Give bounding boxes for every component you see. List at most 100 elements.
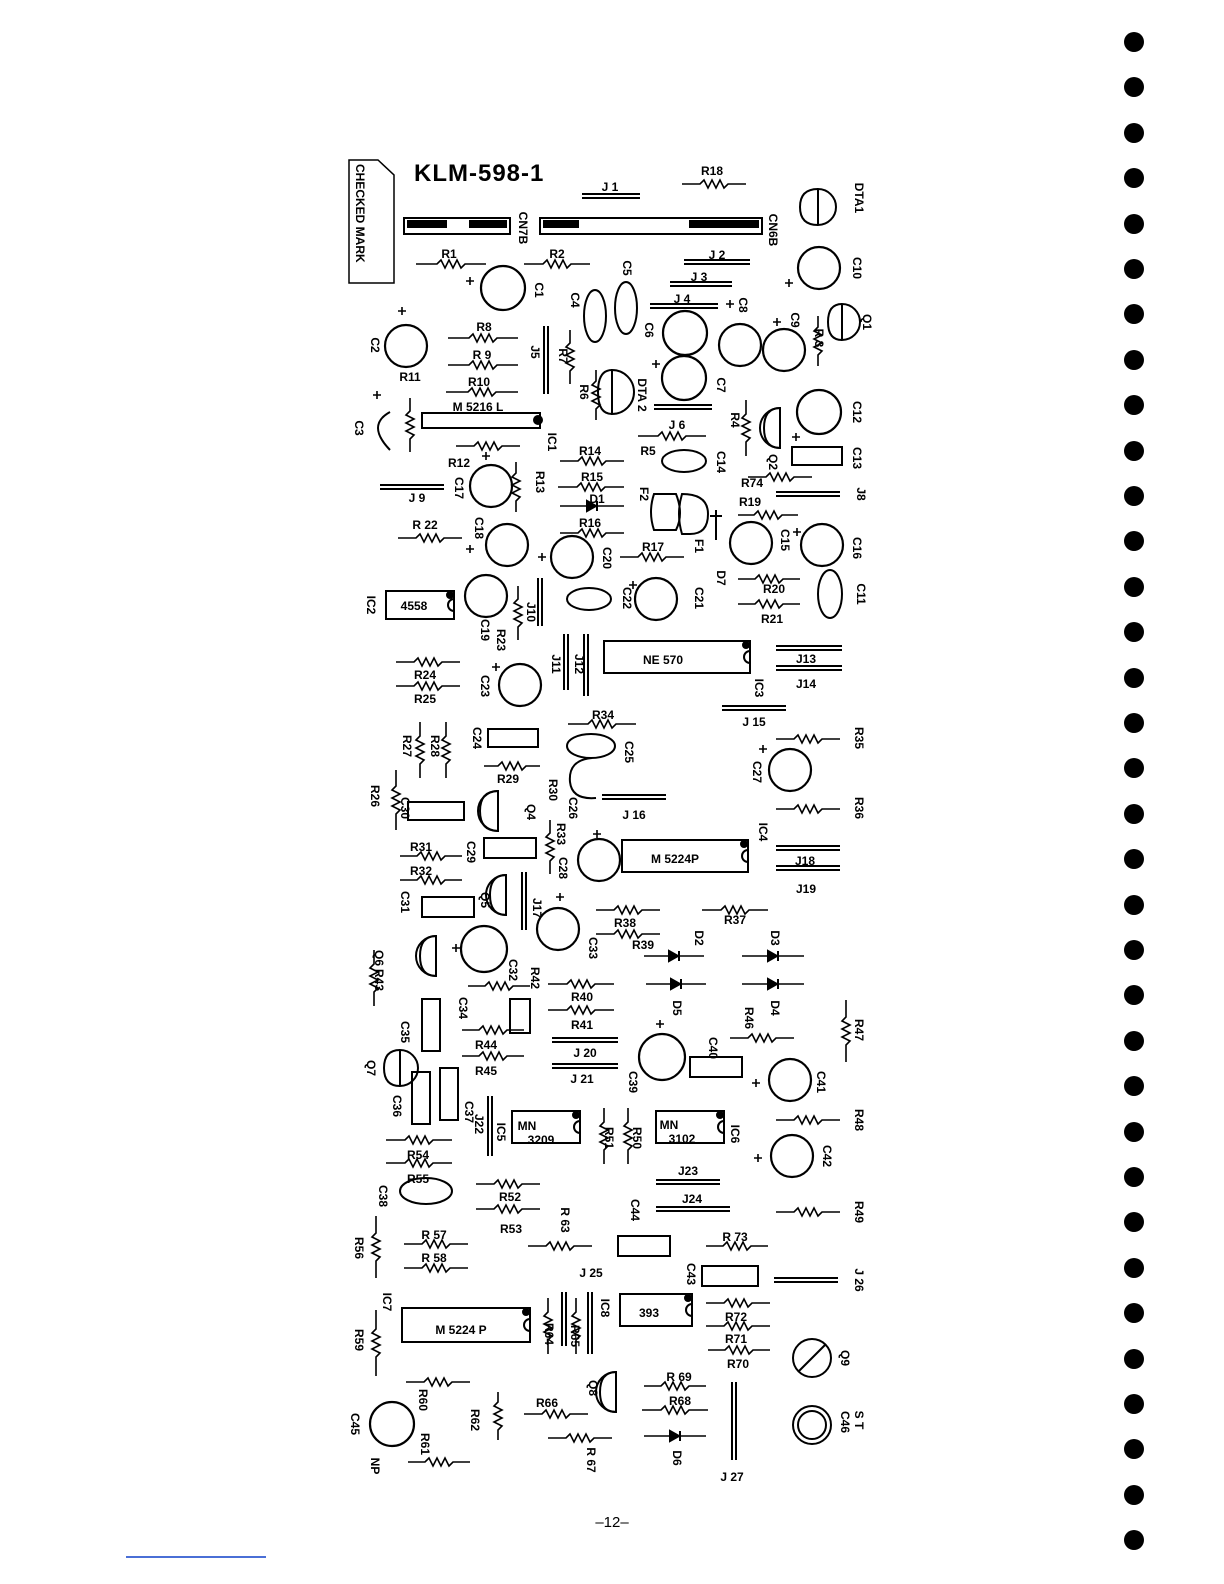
resistor-r27: [440, 722, 452, 778]
binder-hole: [1124, 168, 1144, 189]
label-c39: C39: [626, 1071, 640, 1093]
capacitor-c43: [701, 1265, 759, 1287]
resistor-r4: [740, 400, 752, 456]
label-r64: R64: [542, 1323, 556, 1345]
binder-hole: [1124, 213, 1144, 234]
label-r53: R53: [500, 1222, 522, 1236]
label-r10: R10: [468, 375, 490, 389]
resistor-r25: [396, 680, 460, 692]
label-r73: R 73: [722, 1230, 748, 1244]
resistor-r31: [400, 850, 462, 862]
label-r31: R31: [410, 840, 432, 854]
capacitor-c39: [637, 1032, 687, 1082]
label-j5: J5: [528, 345, 542, 359]
binder-hole: [1124, 894, 1144, 915]
label-q5: Q5: [478, 892, 492, 908]
cn6b-fill: [543, 220, 579, 228]
binder-hole: [1124, 849, 1144, 870]
label-m5224p2: M 5224 P: [435, 1323, 486, 1337]
label-r46: R46: [742, 1007, 756, 1029]
binder-hole: [1124, 1348, 1144, 1369]
capacitor-c3: [377, 411, 391, 451]
label-c17: C17: [452, 477, 466, 499]
label-ic8: IC8: [598, 1299, 612, 1318]
label-c14: C14: [714, 451, 728, 473]
resistor-r1: [416, 258, 486, 270]
capacitor-c41: [767, 1057, 813, 1103]
connector-cn6b: [539, 217, 763, 235]
resistor-r38: [596, 904, 660, 916]
binder-hole: [1124, 758, 1144, 779]
resistor-r18: [682, 178, 746, 190]
label-c23: C23: [478, 675, 492, 697]
resistor-r45: [462, 1050, 524, 1062]
label-r32: R32: [410, 864, 432, 878]
label-r23: R23: [494, 629, 508, 651]
binder-hole: [1124, 667, 1144, 688]
resistor-r6: [590, 370, 602, 420]
resistor-r22: [398, 532, 462, 544]
ic-notch: [523, 1318, 531, 1332]
capacitor-c35: [421, 998, 441, 1052]
label-m5224p: M 5224P: [651, 852, 699, 866]
label-c27: C27: [750, 761, 764, 783]
label-r51: R51: [602, 1127, 616, 1149]
label-r14: R14: [579, 444, 601, 458]
binder-hole: [1124, 122, 1144, 143]
capacitor-c6: [661, 309, 709, 357]
capacitor-c21: [633, 576, 679, 622]
checked-mark-box: [348, 159, 395, 284]
resistor-r52: [476, 1178, 540, 1190]
diode-arrow: [586, 499, 599, 513]
label-r4: R4: [728, 412, 742, 428]
label-r48: R48: [852, 1109, 866, 1131]
label-ic6: IC6: [728, 1125, 742, 1144]
resistor-r35: [776, 733, 840, 745]
plus-sign: [754, 1154, 762, 1162]
q6-body: [418, 935, 437, 977]
binder-hole: [1124, 486, 1144, 506]
resistor-r66: [524, 1408, 588, 1420]
resistor-r47: [840, 1000, 852, 1062]
label-r20: R20: [763, 582, 785, 596]
label-c3: C3: [352, 420, 366, 436]
capacitor-c19: [463, 573, 509, 619]
label-r6: R6: [577, 384, 591, 400]
capacitor-c15: [728, 520, 774, 566]
edge-mark: [126, 1556, 266, 1558]
label-c40: C40: [706, 1037, 720, 1059]
resistor-r39: [596, 928, 660, 940]
label-cn7b: CN7B: [516, 212, 530, 245]
resistor-trim: [404, 398, 416, 452]
label-mn3102a: MN: [660, 1118, 679, 1132]
capacitor-c17: [468, 463, 514, 509]
ic-notch: [573, 1120, 581, 1134]
pin1-dot: [572, 1111, 580, 1119]
label-c6: C6: [642, 322, 656, 338]
label-r44: R44: [475, 1038, 497, 1052]
binder-hole: [1124, 1439, 1144, 1460]
diode-arrow: [767, 949, 780, 963]
label-r72: R72: [725, 1310, 747, 1324]
resistor-r36: [776, 803, 840, 815]
label-r50: R50: [630, 1127, 644, 1149]
label-j13: J13: [796, 652, 816, 666]
label-j16: J 16: [622, 808, 646, 822]
capacitor-c42: [769, 1133, 815, 1179]
label-c10: C10: [850, 257, 864, 279]
label-c26: C26: [566, 797, 580, 819]
label-d5: D5: [670, 1000, 684, 1016]
capacitor-c45: [368, 1400, 416, 1448]
binder-hole: [1124, 1030, 1144, 1051]
label-j12: J12: [572, 654, 586, 674]
label-c13: C13: [850, 447, 864, 469]
transistor-dta2: [611, 368, 635, 416]
label-r70: R70: [727, 1357, 749, 1371]
label-c18: C18: [472, 517, 486, 539]
resistor-r62: [492, 1392, 504, 1440]
label-m5216l: M 5216 L: [453, 400, 504, 414]
label-c44: C44: [628, 1199, 642, 1221]
label-r42: R42: [528, 967, 542, 989]
pin1-dot: [742, 641, 750, 649]
resistor-r63: [528, 1240, 592, 1252]
